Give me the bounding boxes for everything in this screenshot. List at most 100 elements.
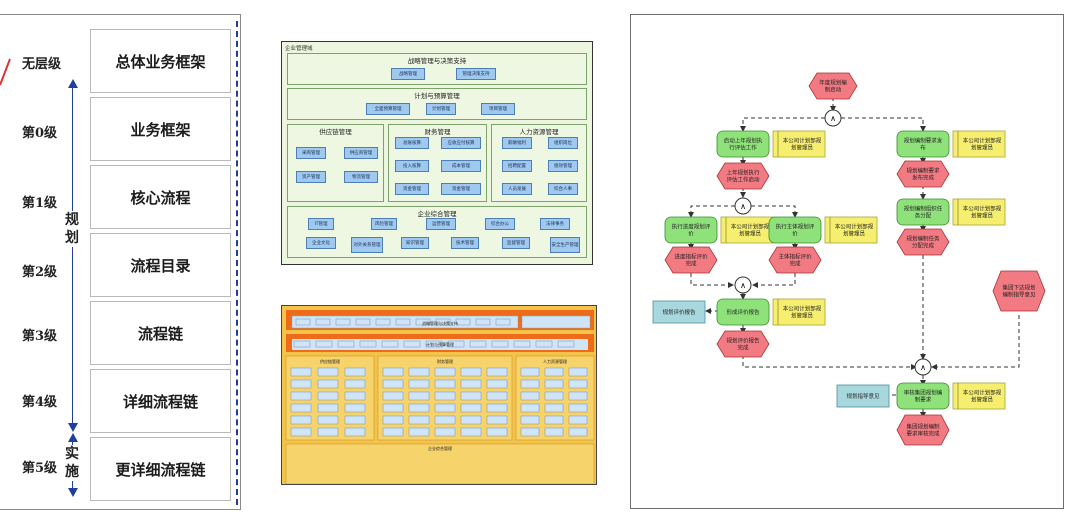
thumbnail-box bbox=[434, 415, 456, 425]
epc-flowchart-panel: 年度规划编制启动∧启动上年规划执行评估工作本公司计划部规划管理员上年规划执行评估… bbox=[630, 14, 1064, 509]
finance-item: 资金管理 bbox=[441, 183, 481, 195]
domain-title: 企业管理域 bbox=[285, 46, 313, 52]
level-box: 流程目录 bbox=[90, 233, 231, 297]
thumbnail-box bbox=[486, 379, 508, 389]
plan-arrow-up bbox=[68, 79, 78, 88]
thumbnail-box bbox=[486, 391, 508, 401]
framework-thumbnail: 战略管理与决策支持 计划与预算管理 供应链管理 财务管理 人力资源管理 企业综合… bbox=[282, 306, 596, 484]
general-item: 法律事务 bbox=[540, 218, 570, 230]
hr-title: 人力资源管理 bbox=[519, 128, 559, 136]
thumbnail-box bbox=[317, 415, 339, 425]
thumbnail-box bbox=[382, 403, 404, 413]
svg-text:本公司计划部规划管理员: 本公司计划部规划管理员 bbox=[731, 223, 770, 238]
supply-item: 采购管理 bbox=[296, 147, 326, 159]
thumbnail-box bbox=[290, 367, 312, 377]
thumbnail-box bbox=[408, 391, 430, 401]
thumbnail-box bbox=[520, 403, 540, 413]
flow-connector-line bbox=[931, 315, 1020, 370]
function-node: 启动上年规划执行评估工作 bbox=[716, 130, 770, 158]
general-item: 监督管理 bbox=[502, 237, 530, 249]
svg-text:执行进度规划评价: 执行进度规划评价 bbox=[672, 223, 711, 238]
thumbnail-box bbox=[317, 403, 339, 413]
thumbnail-box bbox=[486, 427, 508, 437]
general-item: 风险管理 bbox=[371, 218, 397, 230]
level-box: 业务框架 bbox=[90, 97, 231, 161]
thumbnail-box bbox=[290, 427, 312, 437]
thumbnail-box bbox=[382, 379, 404, 389]
thumbnail-box bbox=[317, 391, 339, 401]
function-node: 形成评价报告 bbox=[716, 298, 770, 326]
svg-text:本公司计划部规划管理员: 本公司计划部规划管理员 bbox=[963, 205, 1002, 220]
event-node: 规划评价报告完成 bbox=[716, 330, 770, 358]
function-node: 执行进度规划评价 bbox=[664, 216, 718, 244]
general-item: 综合办公 bbox=[485, 218, 515, 230]
supply-col-title: 供应链管理 bbox=[320, 358, 340, 364]
finance-item: 投入核算 bbox=[395, 160, 429, 172]
dashed-guide-line bbox=[236, 21, 238, 505]
finance-item: 应收应付核算 bbox=[441, 137, 481, 149]
thumbnail-box bbox=[520, 415, 540, 425]
thumbnail-box bbox=[491, 340, 509, 348]
and-connector: ∧ bbox=[824, 109, 842, 127]
thumbnail-box bbox=[315, 318, 331, 326]
svg-text:启动上年规划执行评估工作: 启动上年规划执行评估工作 bbox=[724, 137, 763, 152]
thumbnail-box bbox=[568, 379, 588, 389]
red-corner-mark bbox=[0, 58, 11, 86]
finance-item: 总账核算 bbox=[395, 137, 429, 149]
thumbnail-box bbox=[520, 427, 540, 437]
plan-item: 全面预算管理 bbox=[366, 103, 410, 115]
svg-text:本公司计划部规划管理员: 本公司计划部规划管理员 bbox=[783, 305, 822, 320]
plan-arrow-down bbox=[68, 423, 78, 432]
hr-item: 招聘配置 bbox=[502, 160, 532, 172]
thumbnail-box bbox=[315, 340, 333, 348]
svg-text:规划指导意见: 规划指导意见 bbox=[846, 392, 880, 400]
flow-connector-line bbox=[742, 355, 917, 370]
thumbnail-box bbox=[486, 367, 508, 377]
event-node: 集团规划编制要求审核完成 bbox=[896, 414, 950, 446]
thumbnail-box bbox=[317, 367, 339, 377]
event-node: 进度指标评价完成 bbox=[664, 246, 718, 274]
thumbnail-box bbox=[544, 415, 564, 425]
thumbnail-box bbox=[290, 379, 312, 389]
svg-text:主体指标评价完成: 主体指标评价完成 bbox=[778, 253, 812, 268]
svg-text:年度规划编制启动: 年度规划编制启动 bbox=[819, 79, 847, 94]
level-label: 第3级 bbox=[22, 329, 58, 344]
svg-text:进度指标评价完成: 进度指标评价完成 bbox=[674, 253, 708, 268]
thumbnail-box bbox=[544, 403, 564, 413]
plan-title: 计划与预算管理 bbox=[414, 92, 460, 100]
svg-text:规划编制任务分配完成: 规划编制任务分配完成 bbox=[906, 235, 940, 250]
role-node: 本公司计划部规划管理员 bbox=[952, 198, 1006, 226]
general-item: 企业文化 bbox=[306, 237, 336, 249]
hr-col-title: 人力资源管理 bbox=[543, 358, 567, 364]
thumbnail-box bbox=[568, 403, 588, 413]
flow-connector-line bbox=[688, 205, 735, 218]
thumbnail-box bbox=[355, 318, 371, 326]
function-node: 规划编制组织任务分配 bbox=[896, 198, 950, 226]
thumbnail-box bbox=[495, 318, 511, 326]
strategy-section: 战略管理与决策支持 战略管理 管理决策支持 bbox=[287, 53, 587, 85]
thumbnail-box bbox=[337, 340, 355, 348]
thumbnail-box bbox=[344, 367, 366, 377]
thumbnail-box bbox=[408, 379, 430, 389]
external-event-node: 集团下达规划编制指导意见 bbox=[992, 270, 1046, 312]
svg-text:本公司计划部规划管理员: 本公司计划部规划管理员 bbox=[783, 137, 822, 152]
thumbnail-box bbox=[408, 367, 430, 377]
svg-text:规划评价报告完成: 规划评价报告完成 bbox=[726, 337, 760, 352]
event-start: 年度规划编制启动 bbox=[808, 72, 858, 100]
hr-item: 绩效管理 bbox=[548, 160, 578, 172]
thumbnail-box bbox=[344, 379, 366, 389]
flow-connector-line bbox=[690, 273, 734, 288]
plan-axis-line bbox=[72, 85, 73, 425]
finance-col-title: 财务管理 bbox=[437, 358, 453, 364]
thumbnail-box bbox=[425, 340, 443, 348]
thumbnail-box bbox=[486, 415, 508, 425]
thumbnail-box bbox=[403, 340, 421, 348]
thumbnail-box bbox=[434, 391, 456, 401]
thumbnail-box bbox=[395, 318, 411, 326]
supply-item: 供应商管理 bbox=[344, 147, 378, 159]
event-node: 规划编制要求发布完成 bbox=[896, 160, 950, 188]
role-node: 本公司计划部规划管理员 bbox=[772, 130, 826, 158]
general-title: 企业综合管理 bbox=[417, 210, 457, 218]
plan-band-title: 计划与预算管理 bbox=[426, 341, 454, 347]
level-label: 第2级 bbox=[22, 265, 58, 280]
